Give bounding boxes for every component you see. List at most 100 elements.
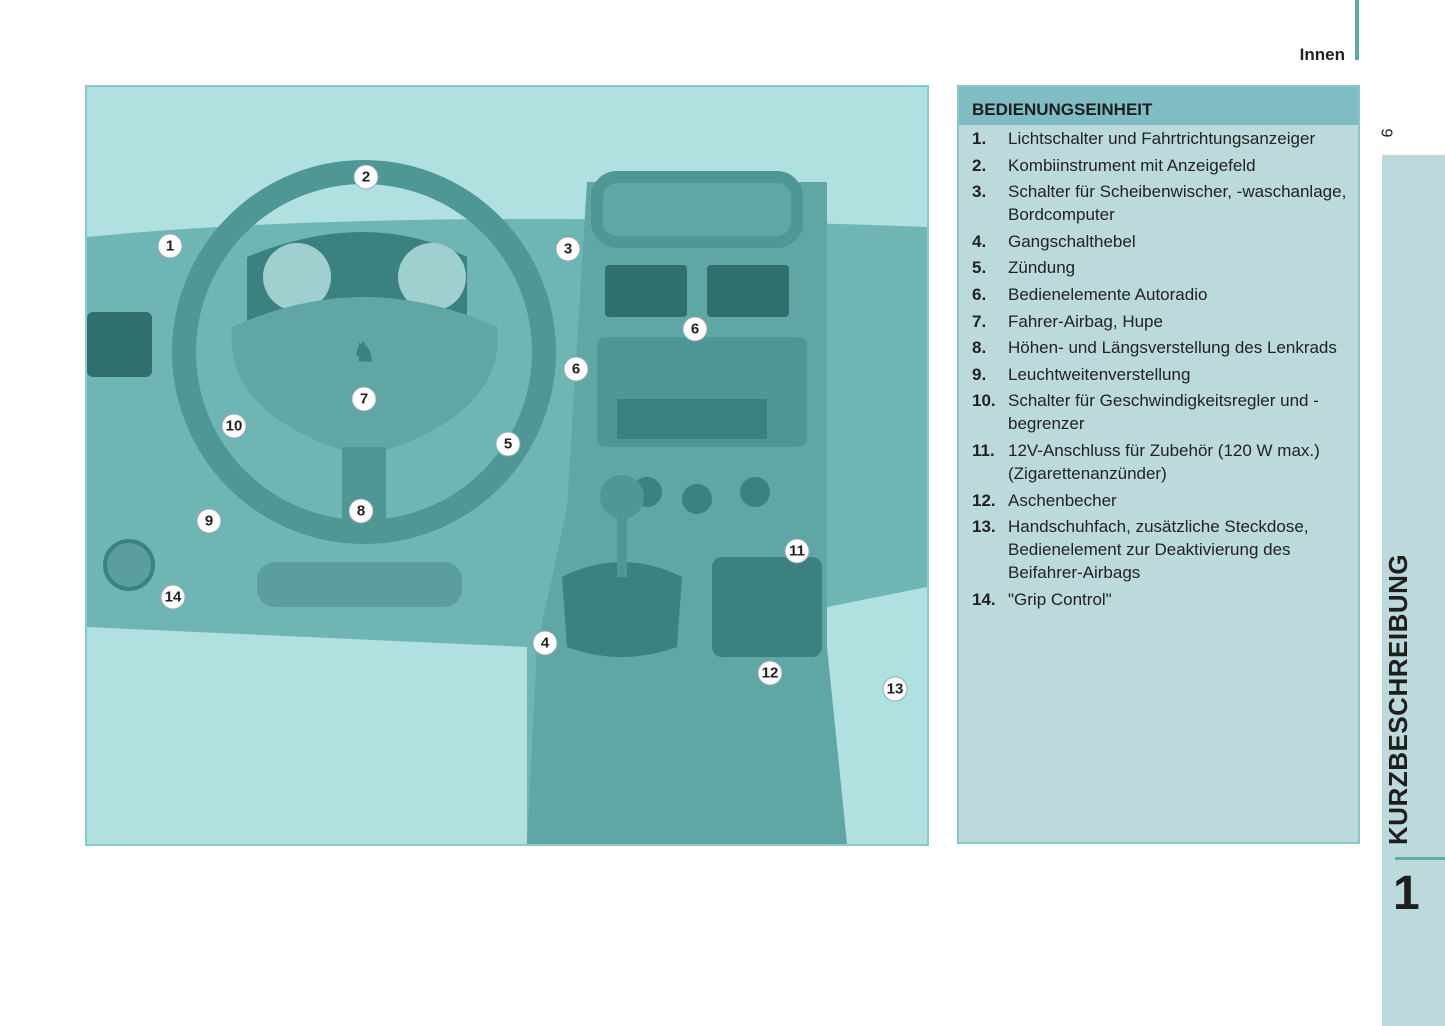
vent-left [605,265,687,317]
item-number: 3. [972,182,987,202]
callout-label: 3 [564,241,572,258]
callout-circle [563,356,589,382]
callout-circle [157,233,183,259]
item-text: "Grip Control" [1008,589,1112,609]
list-item: 6.Bedienelemente Autoradio [972,283,1350,306]
callout-marker: 9 [196,508,222,534]
item-text: Höhen- und Längsverstellung des Lenkrads [1008,338,1337,358]
ashtray [712,557,822,657]
list-item: 14. "Grip Control" [972,588,1350,611]
callout-marker: 6 [682,316,708,342]
callout-label: 5 [504,436,512,453]
tachometer [398,243,466,311]
callout-circle [495,431,521,457]
lower-tray [257,562,462,607]
callout-circle [555,236,581,262]
item-number: 5. [972,258,987,278]
callout-label: 1 [166,238,174,255]
item-number: 4. [972,231,987,251]
item-number: 2. [972,155,987,175]
item-text: Bedienelemente Autoradio [1008,284,1208,304]
item-number: 12. [972,490,996,510]
grip-control-knob [103,539,155,591]
callout-circle [221,413,247,439]
callout-marker: 13 [882,676,908,702]
footwell-left [87,627,527,844]
callout-circle [351,386,377,412]
callout-circle [348,498,374,524]
callout-marker: 3 [555,236,581,262]
list-item: 13. Handschuhfach, zusätzliche Steckdose,… [972,515,1350,584]
item-text: Zündung [1008,258,1076,278]
list-item: 2.Kombiinstrument mit Anzeigefeld [972,154,1350,177]
callout-circle [353,164,379,190]
list-item: 5. Zündung [972,256,1350,279]
list-item: 7.Fahrer-Airbag, Hupe [972,310,1350,333]
callout-marker: 4 [532,630,558,656]
section-title: Innen [1299,45,1345,64]
callout-label: 8 [357,503,365,520]
callout-label: 10 [226,418,243,435]
page-number: 9 [1377,128,1395,138]
item-text: Schalter für Scheibenwischer, -waschanla… [1008,182,1347,225]
controls-list: 1. Lichtschalter und Fahrtrichtungsanzeig… [959,125,1358,611]
callout-label: 11 [789,543,805,560]
item-text: Lichtschalter und Fahrtrichtungsanzeiger [1008,129,1316,148]
callout-marker: 6 [563,356,589,382]
item-number: 1. [972,129,987,148]
callout-marker: 7 [351,386,377,412]
speedometer [263,243,331,311]
item-text: Leuchtweitenverstellung [1008,364,1191,384]
list-item: 9. Leuchtweitenverstellung [972,363,1350,386]
callout-label: 13 [887,681,904,698]
gear-stick [617,507,627,577]
list-item: 3. Schalter für Scheibenwischer, -waschan… [972,180,1350,226]
callout-circle [882,676,908,702]
callout-marker: 8 [348,498,374,524]
chapter-number: 1 [1393,867,1420,920]
callout-circle [757,660,783,686]
steering-hub-airbag [231,297,498,457]
item-number: 9. [972,364,987,384]
item-number: 14. [972,589,996,609]
gear-boot [562,562,682,657]
chapter-title: KURZBESCHREIBUNG [1383,553,1413,845]
item-number: 7. [972,311,987,331]
callout-circle [784,538,810,564]
hvac-knob [682,484,712,514]
chapter-tab[interactable] [1382,155,1445,1026]
list-item: 11.12V-Anschluss für Zubehör (120 W max.… [972,439,1350,485]
list-item: 8. Höhen- und Längsverstellung des Lenkra… [972,336,1350,359]
list-item: 1. Lichtschalter und Fahrtrichtungsanzeig… [972,127,1350,150]
item-number: 8. [972,338,987,358]
item-number: 13. [972,517,996,537]
callout-marker: 5 [495,431,521,457]
item-text: Schalter für Geschwindigkeitsregler und … [1008,391,1319,434]
peugeot-logo: ♞ [352,337,375,367]
callout-marker: 14 [160,584,186,610]
callout-circle [532,630,558,656]
item-text: Aschenbecher [1008,490,1117,510]
callout-label: 6 [691,321,699,338]
item-text: Gangschalthebel [1008,231,1136,251]
callout-label: 4 [541,635,550,652]
section-marker-line [1355,0,1359,60]
callout-marker: 12 [757,660,783,686]
callout-marker: 2 [353,164,379,190]
callout-circle [682,316,708,342]
list-item: 4. Gangschalthebel [972,230,1350,253]
callout-marker: 10 [221,413,247,439]
gear-knob [600,475,644,519]
callout-circle [160,584,186,610]
callout-marker: 11 [784,538,810,564]
side-vent [87,312,152,377]
item-text: 12V-Anschluss für Zubehör (120 W max.) (… [1008,440,1320,483]
radio-slot [617,399,767,439]
item-text: Handschuhfach, zusätzliche Steckdose, Be… [1008,517,1309,583]
controls-panel: BEDIENUNGSEINHEIT 1. Lichtschalter und Fa… [957,85,1360,844]
callout-label: 7 [360,391,368,408]
callout-label: 6 [572,361,580,378]
list-item: 12. Aschenbecher [972,489,1350,512]
panel-title: BEDIENUNGSEINHEIT [959,87,1358,125]
